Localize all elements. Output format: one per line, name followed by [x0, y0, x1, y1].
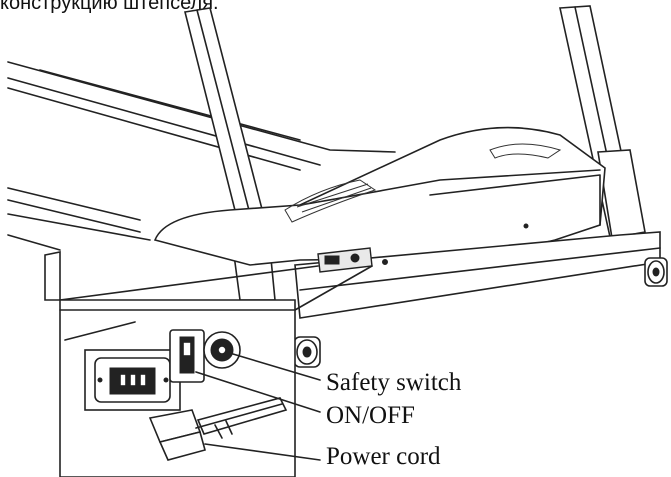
- power-leader-line: [204, 443, 321, 461]
- wheels: [293, 257, 668, 368]
- caption-text: конструкцию штепселя.: [0, 0, 219, 14]
- detail-inset: [59, 299, 296, 477]
- on-off-label: ON/OFF: [326, 402, 415, 429]
- onoff-leader-line: [195, 371, 321, 413]
- side-rails: [7, 61, 396, 251]
- safety-switch-label: Safety switch: [326, 369, 462, 396]
- safety-leader-line: [232, 353, 321, 381]
- on-off-switch: [169, 329, 205, 383]
- safety-switch-knob: [203, 331, 241, 369]
- motor-hood: [153, 126, 606, 266]
- power-cord-label: Power cord: [326, 443, 441, 470]
- front-wheel: [293, 336, 321, 368]
- zoom-line-right: [294, 265, 373, 311]
- zoom-line-left: [59, 265, 319, 301]
- power-cord-plug: [148, 397, 288, 461]
- machine-switch-panel: [317, 247, 388, 273]
- rear-wheel: [644, 257, 668, 287]
